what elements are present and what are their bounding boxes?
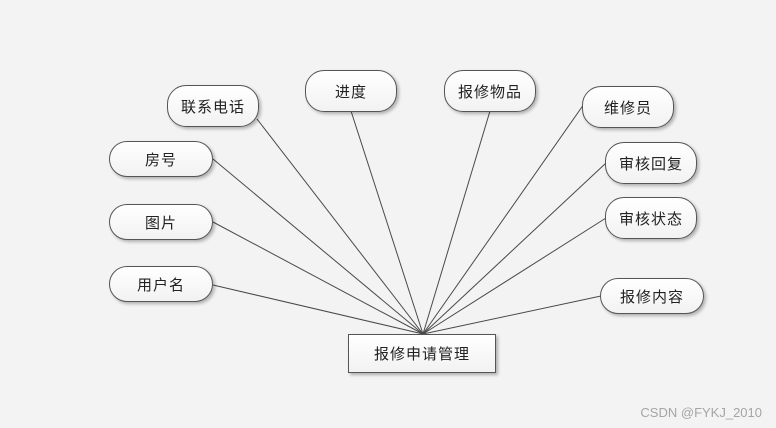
attribute-repair-content: 报修内容 [600,278,704,314]
attribute-image: 图片 [109,204,213,240]
connector-repair-content [422,295,602,335]
connector-progress [350,110,424,335]
attribute-repair-item: 报修物品 [444,70,536,112]
connector-repairman [422,103,585,335]
attribute-repairman: 维修员 [582,86,674,128]
connector-phone [256,118,424,335]
entity-repair-request-management: 报修申请管理 [348,334,496,373]
attribute-review-reply: 审核回复 [605,142,697,184]
connector-room-no [212,158,424,335]
attribute-phone: 联系电话 [167,85,259,127]
attribute-room-no: 房号 [109,141,213,177]
connector-image [212,221,424,335]
connector-review-status [422,217,607,335]
connector-repair-item [422,110,491,335]
attribute-progress: 进度 [305,70,397,112]
connector-username [212,284,424,335]
watermark: CSDN @FYKJ_2010 [640,405,762,420]
attribute-review-status: 审核状态 [605,197,697,239]
attribute-username: 用户名 [109,266,213,302]
connector-review-reply [422,162,607,335]
